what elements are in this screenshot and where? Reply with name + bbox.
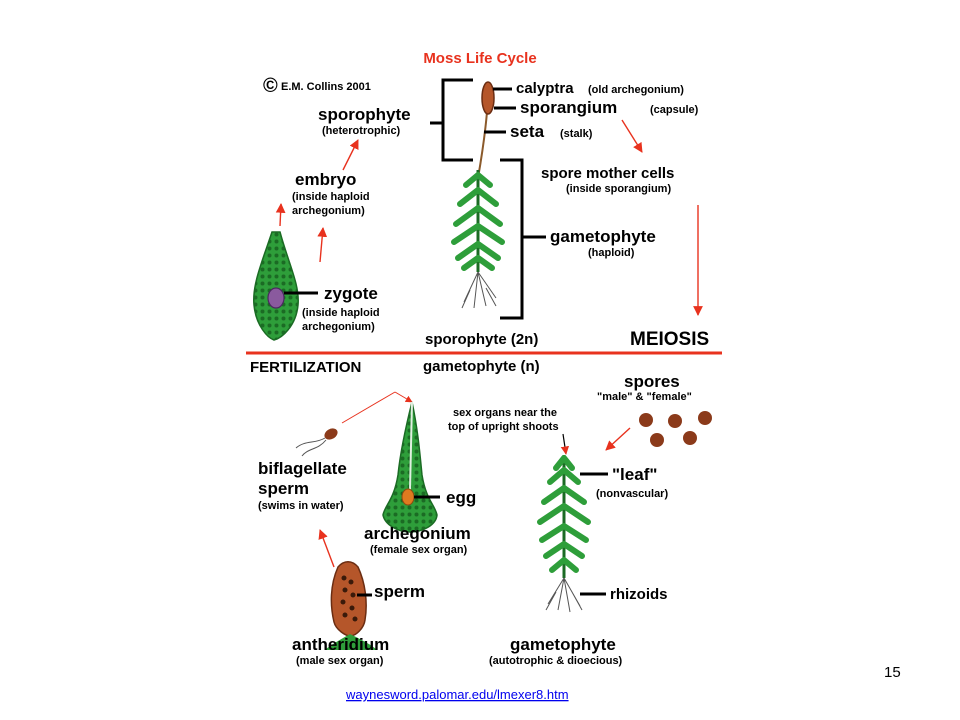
copyright-symbol: © — [263, 75, 278, 97]
label-egg: egg — [446, 488, 476, 507]
label-sporangium-note: (capsule) — [650, 104, 699, 116]
label-sporophyte-2n: sporophyte (2n) — [425, 331, 538, 348]
label-sperm: sperm — [374, 582, 425, 601]
label-sporangium: sporangium — [520, 98, 617, 117]
sporophyte-plant-illustration — [451, 81, 505, 309]
label-biflagellate: biflagellate — [258, 459, 347, 478]
source-link[interactable]: waynesword.palomar.edu/lmexer8.htm — [345, 687, 569, 702]
label-sex-organs-2: top of upright shoots — [448, 421, 559, 433]
label-embryo: embryo — [295, 170, 356, 189]
copyright-text: E.M. Collins 2001 — [281, 81, 371, 93]
arrow-spores-to-gametophyte — [605, 427, 631, 451]
label-archegonium: archegonium — [364, 524, 471, 543]
diagram-title: Moss Life Cycle — [423, 50, 536, 67]
label-gametophyte-haploid: gametophyte — [550, 227, 656, 246]
spores-illustration — [639, 411, 712, 447]
gametophyte-bracket — [500, 158, 524, 320]
label-haploid: (haploid) — [588, 247, 635, 259]
label-antheridium: antheridium — [292, 635, 389, 654]
label-gametophyte-bottom: gametophyte — [510, 635, 616, 654]
label-male-sex-organ: (male sex organ) — [296, 655, 384, 667]
label-spores-note: "male" & "female" — [597, 391, 692, 403]
label-autotrophic: (autotrophic & dioecious) — [489, 655, 623, 667]
label-zygote-note-1: (inside haploid — [302, 307, 380, 319]
arrow-sporangium-to-spore-mother-cells — [621, 119, 643, 153]
page-number: 15 — [884, 664, 901, 681]
label-seta-note: (stalk) — [560, 128, 593, 140]
arrow-embryo-from-zygote — [275, 203, 286, 227]
label-meiosis: MEIOSIS — [630, 329, 709, 350]
gametophyte-plant-illustration — [537, 455, 608, 613]
arrow-sperm-path — [341, 391, 396, 424]
label-fertilization: FERTILIZATION — [250, 359, 361, 376]
label-swims-in-water: (swims in water) — [258, 500, 344, 512]
arrow-antheridium-to-sperm — [318, 529, 335, 568]
arrow-sex-organs-pointer — [560, 433, 570, 455]
label-heterotrophic: (heterotrophic) — [322, 125, 401, 137]
biflagellate-sperm-illustration — [295, 428, 338, 457]
arrow-sperm-to-archegonium — [394, 391, 413, 403]
antheridium-illustration — [325, 561, 377, 650]
label-spore-mother-cells: spore mother cells — [541, 165, 674, 182]
label-sex-organs-1: sex organs near the — [453, 407, 557, 419]
label-gametophyte-n: gametophyte (n) — [423, 358, 540, 375]
label-embryo-note-2: archegonium) — [292, 205, 365, 217]
label-zygote: zygote — [324, 284, 378, 303]
arrow-embryo-to-sporophyte — [342, 139, 359, 171]
label-nonvascular: (nonvascular) — [596, 488, 668, 500]
label-sperm-word: sperm — [258, 479, 309, 498]
label-calyptra-note: (old archegonium) — [588, 84, 684, 96]
label-zygote-note-2: archegonium) — [302, 321, 375, 333]
label-sporophyte: sporophyte — [318, 105, 411, 124]
label-embryo-note-1: (inside haploid — [292, 191, 370, 203]
label-rhizoids: rhizoids — [610, 586, 668, 603]
archegonium-illustration — [382, 401, 440, 533]
label-female-sex-organ: (female sex organ) — [370, 544, 468, 556]
label-calyptra: calyptra — [516, 80, 574, 97]
arrow-zygote-to-embryo — [317, 227, 328, 263]
zygote-archegonium-illustration — [253, 231, 318, 341]
label-spore-mother-cells-note: (inside sporangium) — [566, 183, 671, 195]
label-leaf: "leaf" — [612, 465, 657, 484]
label-spores: spores — [624, 372, 680, 391]
label-seta: seta — [510, 122, 545, 141]
sporophyte-bracket — [441, 78, 473, 162]
